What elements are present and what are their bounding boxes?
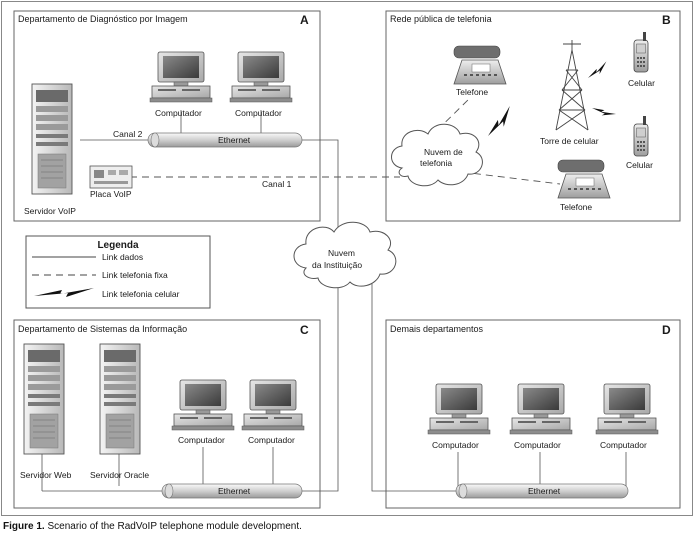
nuvem-instituicao-line2: da Instituição (312, 260, 362, 270)
servidor-oracle (99, 343, 141, 455)
computador-c1 (171, 379, 235, 431)
servidor-web-label: Servidor Web (20, 470, 72, 480)
figure-frame (1, 1, 693, 516)
telefone-2 (557, 159, 611, 199)
legend: Legenda Link dados Link telefonia fixa L… (25, 235, 211, 309)
nuvem-telefonia-line1: Nuvem de (424, 147, 463, 157)
section-b-letter: B (662, 13, 671, 27)
ethernet-label-d: Ethernet (528, 486, 561, 496)
section-d-title: Demais departamentos (390, 324, 484, 334)
servidor-oracle-label: Servidor Oracle (90, 470, 149, 480)
computador-c2-label: Computador (248, 435, 295, 445)
computador-d1 (427, 383, 491, 435)
section-d-letter: D (662, 323, 671, 337)
computador-c2 (241, 379, 305, 431)
canal-1-label: Canal 1 (262, 179, 292, 189)
placa-voip-label: Placa VoIP (90, 189, 132, 199)
nuvem-instituicao (293, 221, 397, 289)
placa-voip (89, 165, 133, 189)
telefone-2-label: Telefone (560, 202, 592, 212)
servidor-web (23, 343, 65, 455)
section-a-letter: A (300, 13, 309, 27)
section-c-letter: C (300, 323, 309, 337)
nuvem-instituicao-line1: Nuvem (328, 248, 355, 258)
torre-celular (555, 40, 589, 131)
figure-caption: Figure 1. Scenario of the RadVoIP teleph… (3, 521, 302, 532)
computador-a1-label: Computador (155, 108, 202, 118)
ethernet-label-a: Ethernet (218, 135, 251, 145)
telefone-1 (453, 45, 507, 85)
computador-a2-label: Computador (235, 108, 282, 118)
celular-1-label: Celular (628, 78, 655, 88)
ethernet-tube-a: Ethernet (147, 132, 303, 148)
legend-item-cell: Link telefonia celular (102, 289, 180, 299)
computador-a1 (149, 51, 213, 103)
computador-a2 (229, 51, 293, 103)
ethernet-tube-d: Ethernet (455, 483, 629, 499)
canal-2-label: Canal 2 (113, 129, 143, 139)
ethernet-label-c: Ethernet (218, 486, 251, 496)
section-c-title: Departamento de Sistemas da Informação (18, 324, 187, 334)
torre-label: Torre de celular (540, 136, 599, 146)
computador-d2 (509, 383, 573, 435)
nuvem-telefonia (391, 123, 483, 187)
computador-d3 (595, 383, 659, 435)
celular-2-label: Celular (626, 160, 653, 170)
computador-d2-label: Computador (514, 440, 561, 450)
computador-c1-label: Computador (178, 435, 225, 445)
caption-text: Scenario of the RadVoIP telephone module… (44, 521, 302, 532)
nuvem-telefonia-line2: telefonia (420, 158, 452, 168)
section-a-title: Departamento de Diagnóstico por Imagem (18, 14, 188, 24)
computador-d3-label: Computador (600, 440, 647, 450)
section-b-title: Rede pública de telefonia (390, 14, 492, 24)
servidor-voip-label: Servidor VoIP (24, 206, 76, 216)
legend-item-fixed: Link telefonia fixa (102, 270, 168, 280)
legend-item-data: Link dados (102, 252, 143, 262)
ethernet-tube-c: Ethernet (161, 483, 303, 499)
caption-prefix: Figure 1. (3, 521, 45, 532)
telephony-links (130, 97, 561, 185)
legend-title: Legenda (97, 240, 139, 251)
computador-d1-label: Computador (432, 440, 479, 450)
servidor-voip (31, 83, 73, 195)
telefone-1-label: Telefone (456, 87, 488, 97)
section-b: Rede pública de telefonia B (385, 10, 681, 222)
